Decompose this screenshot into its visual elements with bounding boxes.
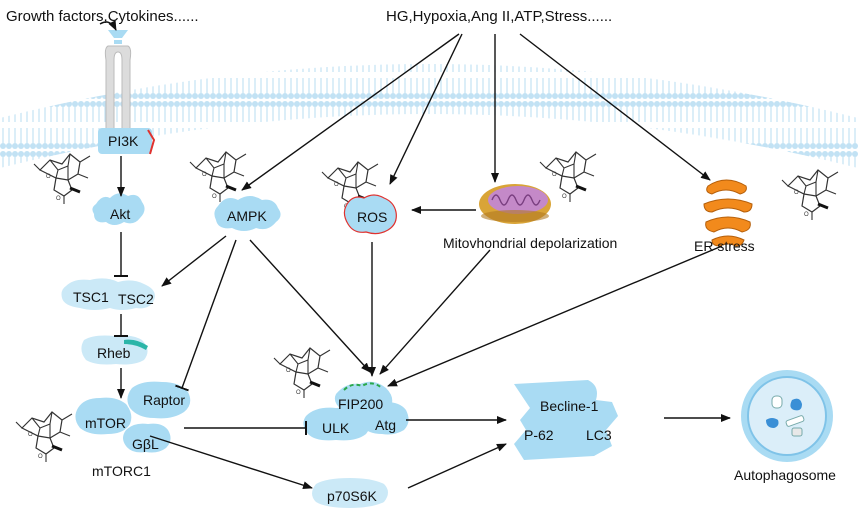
ros-node: ROS [357, 209, 388, 225]
akt-node: Akt [110, 206, 131, 222]
becline-1-node: Becline-1 [540, 398, 599, 414]
gbl-node: GβL [132, 436, 159, 452]
mitochondrion-icon [479, 184, 551, 224]
er-stress-icon [703, 179, 753, 247]
ulk-node: ULK [322, 420, 350, 436]
ampk-node: AMPK [227, 208, 267, 224]
mtor-node: mTOR [85, 415, 126, 431]
autophagosome-icon [741, 370, 833, 462]
stimuli-label: HG,Hypoxia,Ang II,ATP,Stress...... [386, 8, 613, 25]
tsc2-node: TSC2 [118, 291, 154, 307]
lc3-node: LC3 [586, 427, 612, 443]
raptor-node: Raptor [143, 392, 186, 408]
rheb-node: Rheb [97, 345, 131, 361]
p62-node: P-62 [524, 427, 554, 443]
growth-factors-label: Growth factors,Cytokines...... [6, 8, 199, 25]
mtorc1-label: mTORC1 [92, 463, 151, 479]
tsc1-node: TSC1 [73, 289, 109, 305]
fip200-node: FIP200 [338, 396, 384, 412]
node-shapes [61, 128, 618, 508]
cell-membrane [0, 64, 858, 168]
er-stress-label: ER stress [694, 238, 755, 254]
pathway-arrows [114, 33, 731, 490]
mitochondrial-depolarization-label: Mitovhondrial depolarization [443, 235, 618, 251]
p70s6k-node: p70S6K [327, 488, 377, 504]
autophagosome-label: Autophagosome [734, 467, 836, 483]
atg-node: Atg [375, 417, 397, 433]
pi3k-node: PI3K [108, 133, 139, 149]
